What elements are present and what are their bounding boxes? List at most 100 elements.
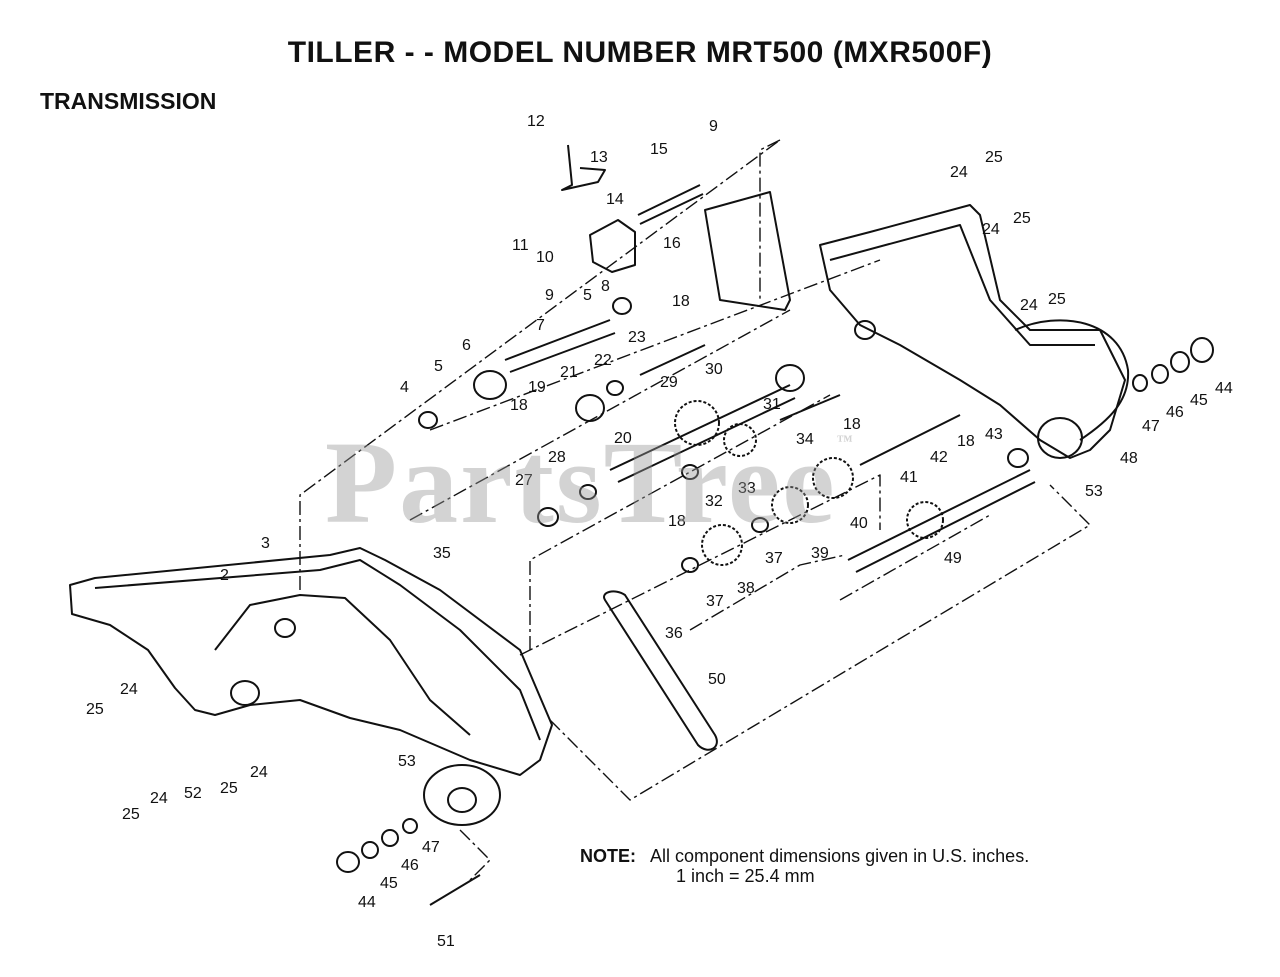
shaft-23 (639, 344, 706, 376)
callout-18: 18 (510, 397, 528, 414)
callout-10: 10 (536, 249, 554, 266)
callout-25: 25 (985, 149, 1003, 166)
callout-47: 47 (1142, 418, 1160, 435)
callout-25: 25 (1013, 210, 1031, 227)
callout-25: 25 (86, 701, 104, 718)
left-case-inner (214, 594, 471, 736)
callout-18: 18 (668, 513, 686, 530)
washer-47-right (1132, 374, 1148, 392)
left-case-boss (230, 680, 260, 706)
bearing-4 (418, 411, 438, 429)
callout-25: 25 (122, 806, 140, 823)
callout-46: 46 (1166, 404, 1184, 421)
sprocket-39 (771, 486, 809, 524)
callout-8: 8 (601, 278, 610, 295)
washer-45-left (361, 841, 379, 859)
bearing-22 (606, 380, 624, 396)
note-line-2: 1 inch = 25.4 mm (676, 866, 815, 886)
callout-24: 24 (982, 221, 1000, 238)
right-case-boss (854, 320, 876, 340)
callout-9: 9 (545, 287, 554, 304)
callout-37: 37 (706, 593, 724, 610)
nut-44-left (336, 851, 360, 873)
callout-21: 21 (560, 364, 578, 381)
callout-36: 36 (665, 625, 683, 642)
callout-5: 5 (434, 358, 443, 375)
callout-53: 53 (398, 753, 416, 770)
axle-49 (847, 469, 1036, 573)
shaft-30 (609, 384, 791, 471)
callout-45: 45 (1190, 392, 1208, 409)
callout-24: 24 (1020, 297, 1038, 314)
right-case-cover (704, 191, 791, 311)
note-line-1: All component dimensions given in U.S. i… (650, 846, 1030, 866)
shift-lever-13 (561, 144, 606, 191)
callout-34: 34 (796, 431, 814, 448)
callout-25: 25 (1048, 291, 1066, 308)
callout-47: 47 (422, 839, 440, 856)
spacer-37b (681, 557, 699, 573)
callout-45: 45 (380, 875, 398, 892)
partstree-watermark: PartsTree™ (325, 417, 855, 548)
washer-47-left (402, 818, 418, 834)
callout-30: 30 (705, 361, 723, 378)
washer-46-right (1151, 364, 1169, 384)
callout-40: 40 (850, 515, 868, 532)
callout-3: 3 (261, 535, 270, 552)
callout-33: 33 (738, 480, 756, 497)
left-case-boss-upper (274, 618, 296, 638)
sprocket-38 (701, 524, 743, 566)
left-case-flange (94, 559, 541, 741)
callout-24: 24 (150, 790, 168, 807)
callout-24: 24 (250, 764, 268, 781)
callout-43: 43 (985, 426, 1003, 443)
callout-38: 38 (737, 580, 755, 597)
callout-15: 15 (650, 141, 668, 158)
callout-20: 20 (614, 430, 632, 447)
callout-24: 24 (120, 681, 138, 698)
bearing-28 (579, 484, 597, 500)
callout-46: 46 (401, 857, 419, 874)
callout-28: 28 (548, 449, 566, 466)
washer-46-left (381, 829, 399, 847)
callout-12: 12 (527, 113, 545, 130)
left-pulley-hub (447, 787, 477, 813)
callout-23: 23 (628, 329, 646, 346)
washer-45-right (1170, 351, 1190, 373)
diagram-title: TILLER - - MODEL NUMBER MRT500 (MXR500F) (287, 36, 993, 69)
callout-4: 4 (400, 379, 409, 396)
callout-41: 41 (900, 469, 918, 486)
bearing-8 (612, 297, 632, 315)
callout-16: 16 (663, 235, 681, 252)
note-label: NOTE: (580, 846, 636, 866)
input-shaft-7 (504, 319, 611, 361)
sprocket-33 (723, 423, 757, 457)
sprocket-49 (906, 501, 944, 539)
shaft-34 (779, 394, 841, 421)
callout-31: 31 (763, 396, 781, 413)
callout-9: 9 (709, 118, 718, 135)
callout-51: 51 (437, 933, 455, 950)
callout-22: 22 (594, 352, 612, 369)
callout-13: 13 (590, 149, 608, 166)
callout-5: 5 (583, 287, 592, 304)
callout-39: 39 (811, 545, 829, 562)
right-case-flange (829, 224, 1095, 346)
callout-18: 18 (957, 433, 975, 450)
callout-18: 18 (843, 416, 861, 433)
callout-25: 25 (220, 780, 238, 797)
left-case-outline (69, 547, 553, 776)
callout-53: 53 (1085, 483, 1103, 500)
callout-2: 2 (220, 567, 229, 584)
callout-50: 50 (708, 671, 726, 688)
callout-37: 37 (765, 550, 783, 567)
left-pulley (423, 764, 501, 826)
callout-44: 44 (1215, 380, 1233, 397)
shift-fork-14 (589, 219, 636, 273)
callout-14: 14 (606, 191, 624, 208)
callout-11: 11 (512, 237, 529, 254)
callout-24: 24 (950, 164, 968, 181)
callout-42: 42 (930, 449, 948, 466)
